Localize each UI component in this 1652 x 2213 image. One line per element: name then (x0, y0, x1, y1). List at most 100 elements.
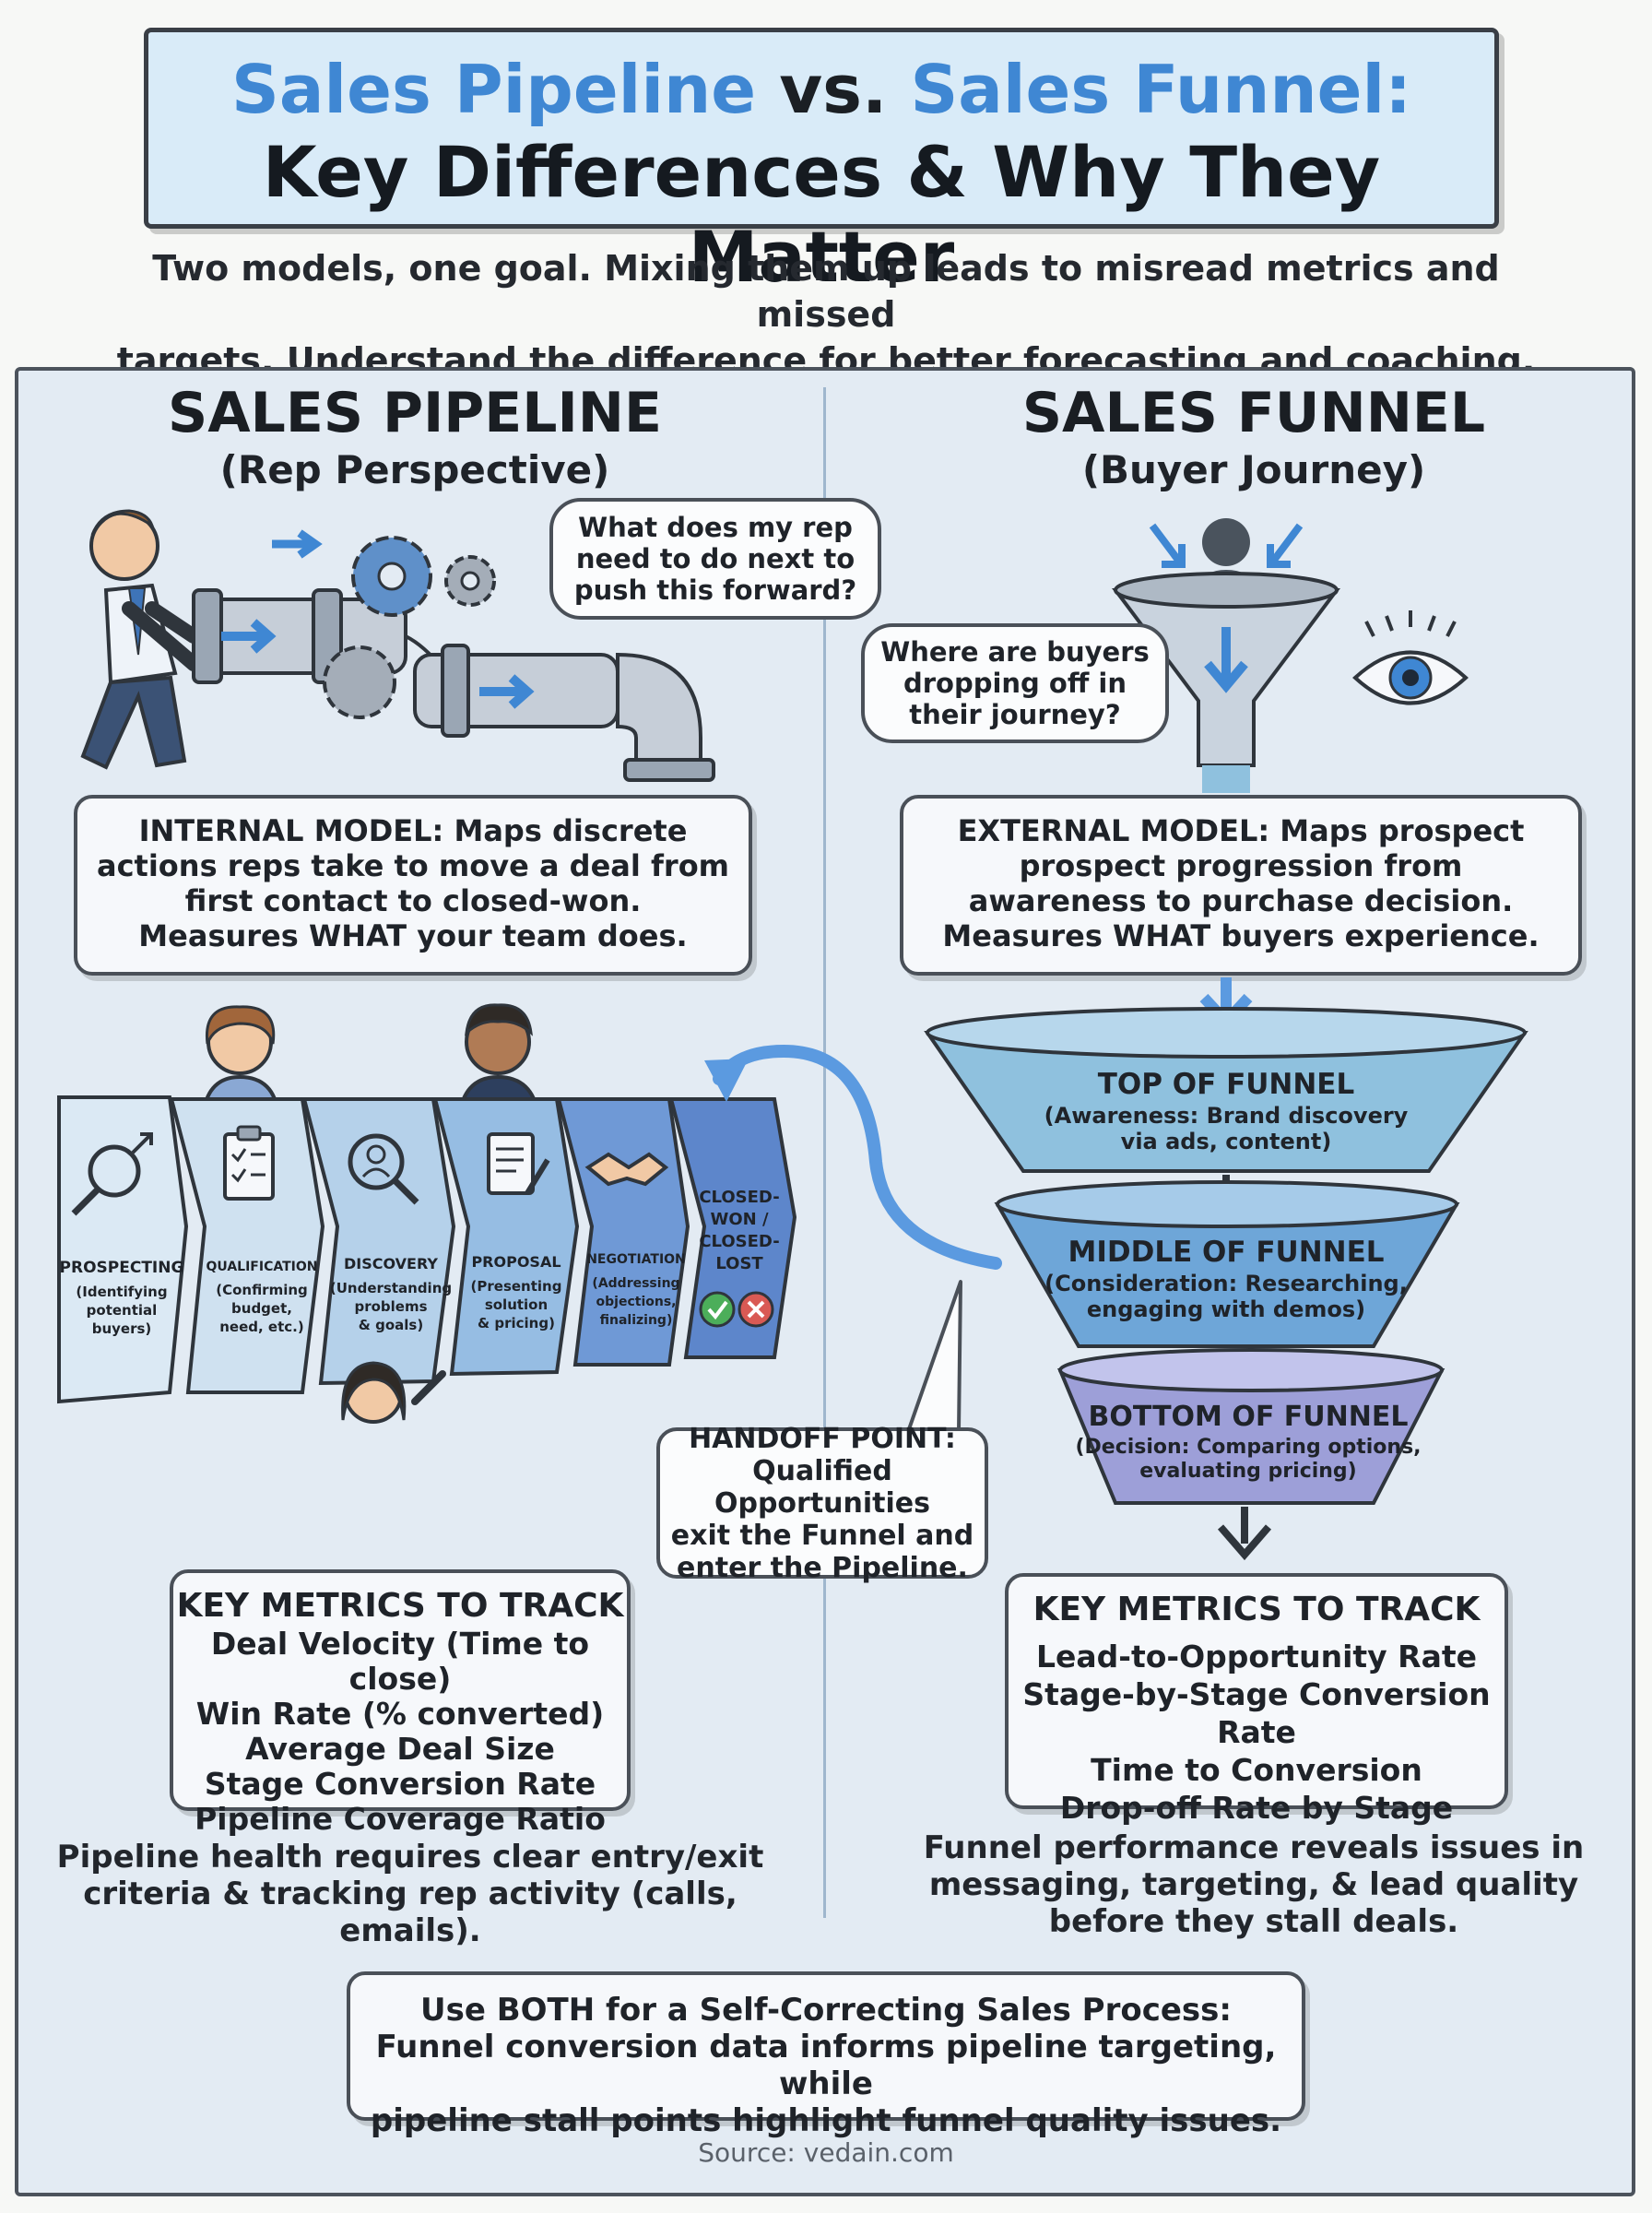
pipeline-metrics-card: KEY METRICS TO TRACK Deal Velocity (Time… (170, 1569, 631, 1837)
funnel-middle-tier (994, 1180, 1460, 1348)
funnel-illustration (1112, 518, 1469, 793)
stage-desc: objections, (596, 1295, 677, 1309)
card-line: INTERNAL MODEL: Maps discrete (138, 813, 688, 848)
metric-item: Win Rate (% converted) (195, 1696, 605, 1732)
summary-card: Use BOTH for a Self-Correcting Sales Pro… (347, 1971, 1305, 2139)
footer-line: criteria & tracking rep activity (calls,… (83, 1876, 738, 1949)
speech-line: dropping off in (903, 668, 1127, 699)
tier-label: MIDDLE OF FUNNEL (1068, 1236, 1384, 1269)
pipeline-stages: PROSPECTING (Identifying potential buyer… (57, 1003, 797, 1424)
handoff-pointer (907, 1280, 962, 1433)
metrics-title: KEY METRICS TO TRACK (1032, 1591, 1481, 1628)
metric-item: Time to Conversion (1091, 1752, 1422, 1788)
stage-desc: (Identifying (76, 1284, 167, 1300)
gear-icon (323, 536, 496, 719)
footer-line: Pipeline health requires clear entry/exi… (56, 1839, 764, 1876)
stage-desc: solution (485, 1296, 548, 1313)
summary-line: pipeline stall points highlight funnel q… (370, 2102, 1282, 2139)
funnel-footer: Funnel performance reveals issues in mes… (922, 1829, 1586, 1940)
stage-desc: finalizing) (600, 1313, 673, 1328)
stage-label: CLOSED- (699, 1188, 779, 1207)
pipeline-speech-bubble: What does my rep need to do next to push… (549, 498, 881, 620)
stage-label: QUALIFICATION (206, 1260, 318, 1274)
handoff-line: Qualified Opportunities (714, 1454, 931, 1520)
handshake-icon (584, 1152, 669, 1187)
speech-line: their journey? (909, 699, 1121, 730)
tier-label: BOTTOM OF FUNNEL (1089, 1401, 1409, 1433)
speech-line: What does my rep (578, 512, 853, 543)
tier-desc: evaluating pricing) (1139, 1460, 1356, 1483)
title-vs: vs. (779, 51, 888, 128)
metric-item: Drop-off Rate by Stage (1059, 1790, 1454, 1826)
funnel-tiers: TOP OF FUNNEL (Awareness: Brand discover… (924, 977, 1528, 1561)
stage-desc: & pricing) (478, 1315, 555, 1331)
footer-line: Funnel performance reveals issues in (923, 1829, 1585, 1866)
card-line: EXTERNAL MODEL: Maps prospect (957, 813, 1525, 848)
metric-item: Stage Conversion Rate (204, 1766, 596, 1802)
stage-label: PROSPECTING (60, 1259, 184, 1277)
speech-line: push this forward? (573, 574, 857, 606)
tier-desc: engaging with demos) (1087, 1296, 1365, 1322)
funnel-metrics-card: KEY METRICS TO TRACK Lead-to-Opportunity… (1005, 1573, 1508, 1826)
funnel-heading: SALES FUNNEL (Buyer Journey) (903, 380, 1604, 494)
metric-item: Deal Velocity (Time to close) (210, 1626, 590, 1697)
card-line: Measures WHAT your team does. (138, 918, 688, 953)
summary-line: Use BOTH for a Self-Correcting Sales Pro… (420, 1992, 1232, 2029)
pipeline-title: SALES PIPELINE (168, 381, 662, 445)
pipeline-subtitle: (Rep Perspective) (219, 447, 610, 492)
title-line-1: Sales Pipeline vs. Sales Funnel: (148, 49, 1494, 130)
handoff-arrow (704, 1044, 1002, 1270)
funnel-bottom-tier (1057, 1348, 1446, 1505)
speech-line: Where are buyers (880, 636, 1150, 668)
metric-item: Stage-by-Stage Conversion Rate (1022, 1676, 1491, 1750)
intro-line: Two models, one goal. Mixing them up lea… (152, 248, 1500, 335)
speech-line: need to do next to (575, 543, 856, 574)
funnel-top-tier (924, 1007, 1528, 1173)
intro-text: Two models, one goal. Mixing them up lea… (101, 245, 1551, 384)
funnel-subtitle: (Buyer Journey) (1081, 447, 1426, 492)
stage-desc: LOST (715, 1254, 763, 1273)
stage-desc: WON / (710, 1210, 768, 1229)
tier-desc: (Consideration: Researching, (1044, 1271, 1408, 1296)
pipeline-illustration (80, 509, 715, 782)
pipeline-heading: SALES PIPELINE (Rep Perspective) (65, 380, 765, 494)
cross-icon (738, 1291, 774, 1328)
source-credit: Source: vedain.com (698, 2137, 954, 2168)
stage-label: NEGOTIATION (586, 1252, 686, 1267)
stage-desc: (Confirming (216, 1282, 308, 1298)
tier-desc: (Decision: Comparing options, (1075, 1436, 1421, 1459)
stage-desc: CLOSED- (699, 1232, 779, 1251)
external-model-card: EXTERNAL MODEL: Maps prospect prospect p… (900, 795, 1582, 976)
check-icon (699, 1291, 736, 1328)
funnel-title: SALES FUNNEL (1021, 381, 1486, 445)
handoff-callout: HANDOFF POINT: Qualified Opportunities e… (656, 1423, 988, 1584)
footer-line: before they stall deals. (1048, 1903, 1459, 1940)
metric-item: Pipeline Coverage Ratio (195, 1801, 606, 1837)
stage-desc: (Presenting (471, 1278, 562, 1295)
card-line: actions reps take to move a deal from (96, 848, 730, 883)
stage-desc: problems (354, 1298, 427, 1315)
rep-figure (80, 509, 201, 770)
card-line: Measures WHAT buyers experience. (942, 918, 1540, 953)
stage-desc: (Understanding (330, 1280, 452, 1296)
handoff-line: exit the Funnel and (670, 1519, 974, 1552)
stage-label: DISCOVERY (344, 1255, 438, 1272)
metric-item: Average Deal Size (245, 1731, 555, 1767)
funnel-icon (1112, 572, 1340, 793)
stage-desc: buyers) (92, 1320, 152, 1337)
avatar (341, 1361, 446, 1424)
funnel-speech-bubble: Where are buyers dropping off in their j… (861, 623, 1169, 743)
title-banner: Sales Pipeline vs. Sales Funnel: Key Dif… (144, 28, 1499, 298)
card-line: first contact to closed-won. (184, 883, 642, 918)
title-pipeline: Sales Pipeline (230, 51, 757, 128)
search-person-icon (348, 1133, 419, 1205)
footer-line: messaging, targeting, & lead quality (928, 1866, 1579, 1903)
pipeline-footer: Pipeline health requires clear entry/exi… (55, 1839, 765, 1949)
stage-desc: (Addressing (592, 1276, 679, 1291)
handoff-line: HANDOFF POINT: (689, 1422, 956, 1455)
title-line-2: Key Differences & Why They Matter (262, 131, 1381, 298)
metrics-title: KEY METRICS TO TRACK (176, 1587, 624, 1625)
document-pen-icon (487, 1132, 550, 1195)
column-divider (823, 387, 826, 1918)
magnifier-gender-icon (71, 1132, 153, 1216)
